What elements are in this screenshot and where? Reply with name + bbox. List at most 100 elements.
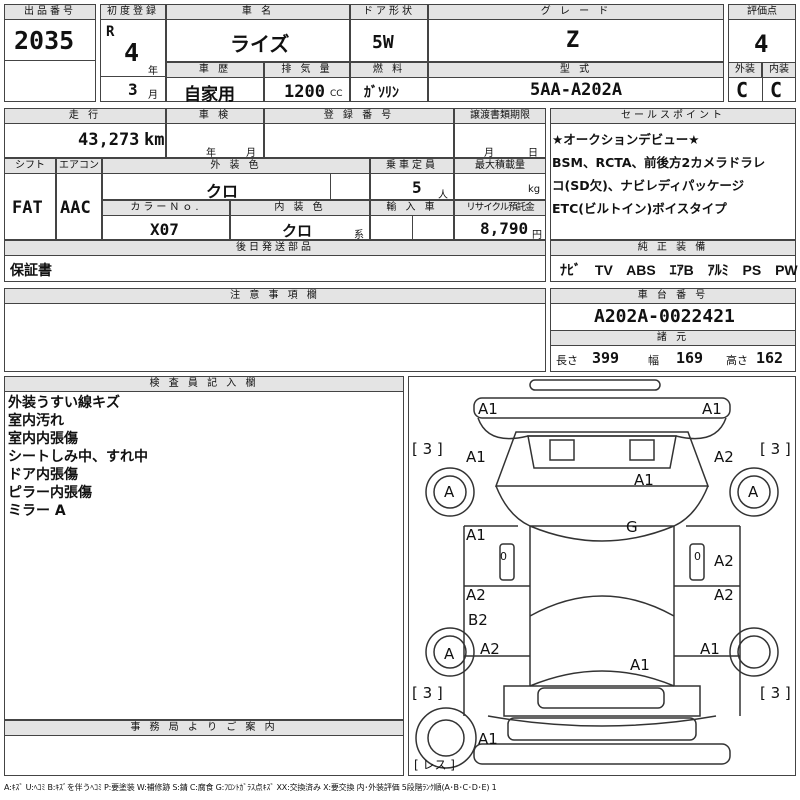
insp-month: 月 xyxy=(246,148,256,159)
sales-line: BSM、RCTA、前後方2カメラドラレ xyxy=(552,155,766,170)
damage-mark: A xyxy=(444,483,455,501)
chassis-number: A202A-0022421 xyxy=(594,306,735,327)
inspector-line: 外装うすい線キズ xyxy=(8,395,120,411)
ac: AAC xyxy=(60,198,91,218)
car-diagram-box xyxy=(408,376,796,776)
model-label: 型 式 xyxy=(428,62,724,78)
reg-no-label: 登 録 番 号 xyxy=(264,108,454,124)
kg-unit: kg xyxy=(528,184,541,195)
later-parts-text: 保証書 xyxy=(10,263,52,279)
inspector-line: ピラー内張傷 xyxy=(8,485,92,501)
damage-mark: A xyxy=(444,645,455,663)
equipment-item: ｴｱB xyxy=(669,262,694,278)
legend-text: A:ｷｽﾞ U:ﾍｺﾐ B:ｷｽﾞを伴うﾍｺﾐ P:要塗装 W:補修跡 S:錆 … xyxy=(4,783,497,792)
car-name: ライズ xyxy=(230,32,290,56)
inspector-line: ミラー A xyxy=(8,503,66,519)
mileage: 43,273 xyxy=(78,130,140,150)
first-reg-label: 初度登録 xyxy=(100,4,166,20)
equipment-label: 純 正 装 備 xyxy=(550,240,796,256)
int-label: 内装 xyxy=(762,62,796,78)
damage-mark: A1 xyxy=(630,656,650,674)
damage-mark: G xyxy=(626,518,638,536)
damage-mark: 0 xyxy=(500,550,507,563)
fuel: ｶﾞｿﾘﾝ xyxy=(364,85,399,101)
damage-mark: A1 xyxy=(478,730,498,748)
cc-unit: CC xyxy=(330,89,343,99)
width: 169 xyxy=(676,349,704,367)
score: 4 xyxy=(754,30,769,58)
shift: FAT xyxy=(12,198,43,218)
inspector-line: シートしみ中、すれ中 xyxy=(8,449,148,465)
displacement-label: 排 気 量 xyxy=(264,62,350,78)
equipment-item: ABS xyxy=(626,262,656,278)
later-parts-label: 後日発送部品 xyxy=(4,240,546,256)
history: 自家用 xyxy=(184,85,235,105)
damage-mark: A1 xyxy=(466,448,486,466)
tire-rl: [ 3 ] xyxy=(412,684,443,702)
ext-color-label: 外 装 色 xyxy=(102,158,370,174)
year-unit: 年 xyxy=(148,66,158,77)
damage-mark: A2 xyxy=(466,586,486,604)
era: R xyxy=(106,24,115,40)
sales-point-text: ★オークションデビュー★ BSM、RCTA、前後方2カメラドラレ コ(SD欠)、… xyxy=(552,128,796,220)
int-color-label: 内 装 色 xyxy=(230,200,370,216)
sales-line: ETC(ビルトイン)ボイスタイプ xyxy=(552,201,727,216)
grade: Z xyxy=(566,28,580,53)
tire-fl: [ 3 ] xyxy=(412,440,443,458)
damage-mark: A1 xyxy=(702,400,722,418)
inspector-line: 室内汚れ xyxy=(8,413,64,429)
transfer-label: 譲渡書類期限 xyxy=(454,108,546,124)
ext-grade: C xyxy=(736,78,749,102)
grade-label: グ レ ー ド xyxy=(428,4,724,20)
sales-point-label: セールスポイント xyxy=(550,108,796,124)
int-color: クロ xyxy=(282,222,313,240)
transfer-day: 日 xyxy=(528,148,538,159)
damage-mark: A2 xyxy=(714,552,734,570)
reg-divider xyxy=(100,76,166,77)
equipment-item: ｱﾙﾐ xyxy=(707,262,729,278)
damage-mark: A1 xyxy=(466,526,486,544)
lot-number: 2035 xyxy=(14,26,75,55)
equipment-list: ﾅﾋﾞ TV ABS ｴｱB ｱﾙﾐ PS PW xyxy=(560,260,798,280)
ext-label: 外装 xyxy=(728,62,762,78)
lot-divider xyxy=(4,60,96,61)
score-label: 評価点 xyxy=(728,4,796,20)
inspector-line: 室内内張傷 xyxy=(8,431,78,447)
width-label: 幅 xyxy=(648,354,659,367)
int-grade: C xyxy=(770,78,783,102)
car-name-label: 車 名 xyxy=(166,4,350,20)
km-unit: km xyxy=(144,130,165,150)
sales-line: ★オークションデビュー★ xyxy=(552,132,700,147)
insp-year: 年 xyxy=(206,148,216,159)
shift-label: シフト xyxy=(4,158,56,174)
max-load-label: 最大積載量 xyxy=(454,158,546,174)
score-divider xyxy=(762,62,763,102)
damage-mark: A2 xyxy=(714,586,734,604)
chassis-label: 車 台 番 号 xyxy=(550,288,796,304)
spare-tire: [ レス ] xyxy=(414,758,455,772)
damage-mark: A1 xyxy=(700,640,720,658)
tire-fr: [ 3 ] xyxy=(760,440,791,458)
ext-color-divider xyxy=(330,174,331,200)
color-no-label: カラーＮｏ. xyxy=(102,200,230,216)
fuel-label: 燃 料 xyxy=(350,62,428,78)
ac-label: エアコン xyxy=(56,158,102,174)
sales-line: コ(SD欠)、ナビレディパッケージ xyxy=(552,178,745,193)
recycle-label: リサイクル預託金 xyxy=(454,200,546,216)
inspector-text: 外装うすい線キズ 室内汚れ 室内内張傷 シートしみ中、すれ中 ドア内張傷 ピラー… xyxy=(8,394,148,520)
damage-mark: A2 xyxy=(480,640,500,658)
capacity: 5 xyxy=(412,178,422,197)
inspection-label: 車 検 xyxy=(166,108,264,124)
import-label: 輸 入 車 xyxy=(370,200,454,216)
history-label: 車 歴 xyxy=(166,62,264,78)
ext-color: クロ xyxy=(206,182,239,201)
length-label: 長さ xyxy=(556,354,578,367)
damage-mark: A xyxy=(748,483,759,501)
height-label: 高さ xyxy=(726,354,748,367)
door-label: ドア形状 xyxy=(350,4,428,20)
door: 5W xyxy=(372,32,394,53)
transfer-month: 月 xyxy=(484,148,494,159)
month-unit: 月 xyxy=(148,90,158,101)
equipment-item: TV xyxy=(594,262,613,278)
mileage-label: 走 行 xyxy=(4,108,166,124)
